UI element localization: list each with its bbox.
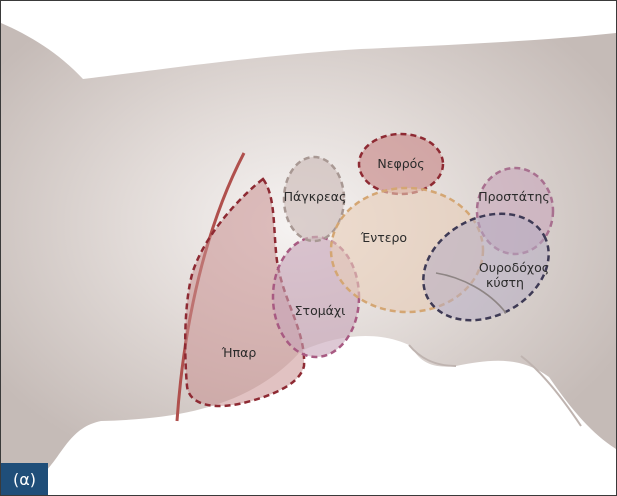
intestine-label: Έντερο [360,230,407,245]
liver-label: Ήπαρ [221,345,257,360]
bladder-label-line2: κύστη [486,275,524,290]
kidney-label: Νεφρός [377,156,424,171]
prostate-label: Προστάτης [478,189,549,204]
pancreas-label: Πάγκρεας [284,189,347,204]
panel-label-badge: (α) [1,463,48,495]
stomach-label: Στομάχι [295,303,346,318]
bladder-label-line1: Ουροδόχος [479,260,549,275]
